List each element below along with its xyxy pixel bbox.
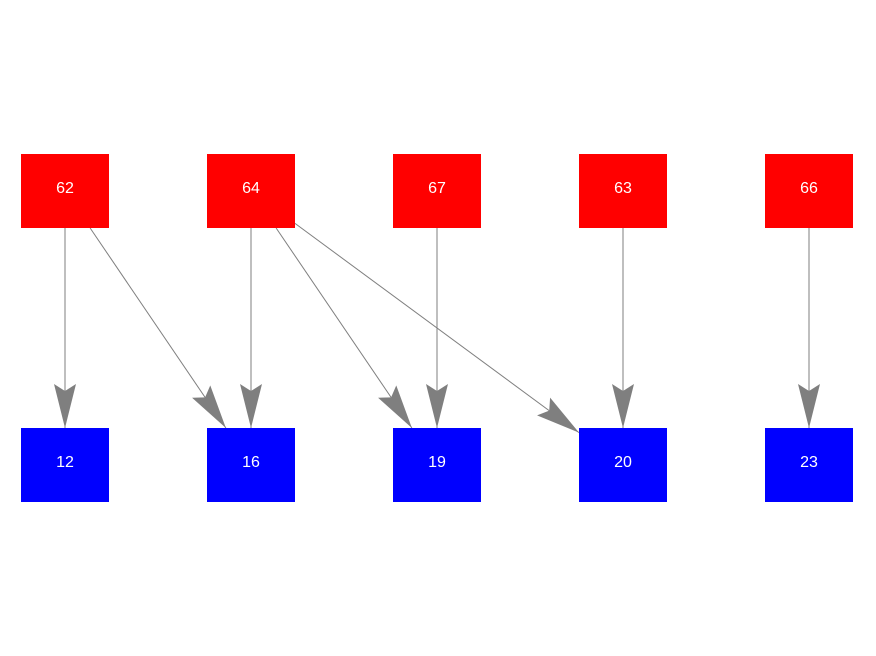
node-label: 64 <box>242 180 260 197</box>
node-12: 12 <box>21 428 109 502</box>
node-20: 20 <box>579 428 667 502</box>
node-19: 19 <box>393 428 481 502</box>
node-label: 66 <box>800 180 818 197</box>
node-66: 66 <box>765 154 853 228</box>
node-23: 23 <box>765 428 853 502</box>
node-16: 16 <box>207 428 295 502</box>
node-label: 63 <box>614 180 632 197</box>
edge-62-16 <box>89 227 227 429</box>
node-62: 62 <box>21 154 109 228</box>
node-label: 62 <box>56 180 74 197</box>
node-label: 12 <box>56 454 74 471</box>
node-label: 16 <box>242 454 260 471</box>
node-63: 63 <box>579 154 667 228</box>
node-67: 67 <box>393 154 481 228</box>
node-label: 19 <box>428 454 446 471</box>
node-label: 67 <box>428 180 446 197</box>
node-label: 20 <box>614 454 632 471</box>
edge-64-19 <box>275 227 413 429</box>
node-label: 23 <box>800 454 818 471</box>
node-64: 64 <box>207 154 295 228</box>
